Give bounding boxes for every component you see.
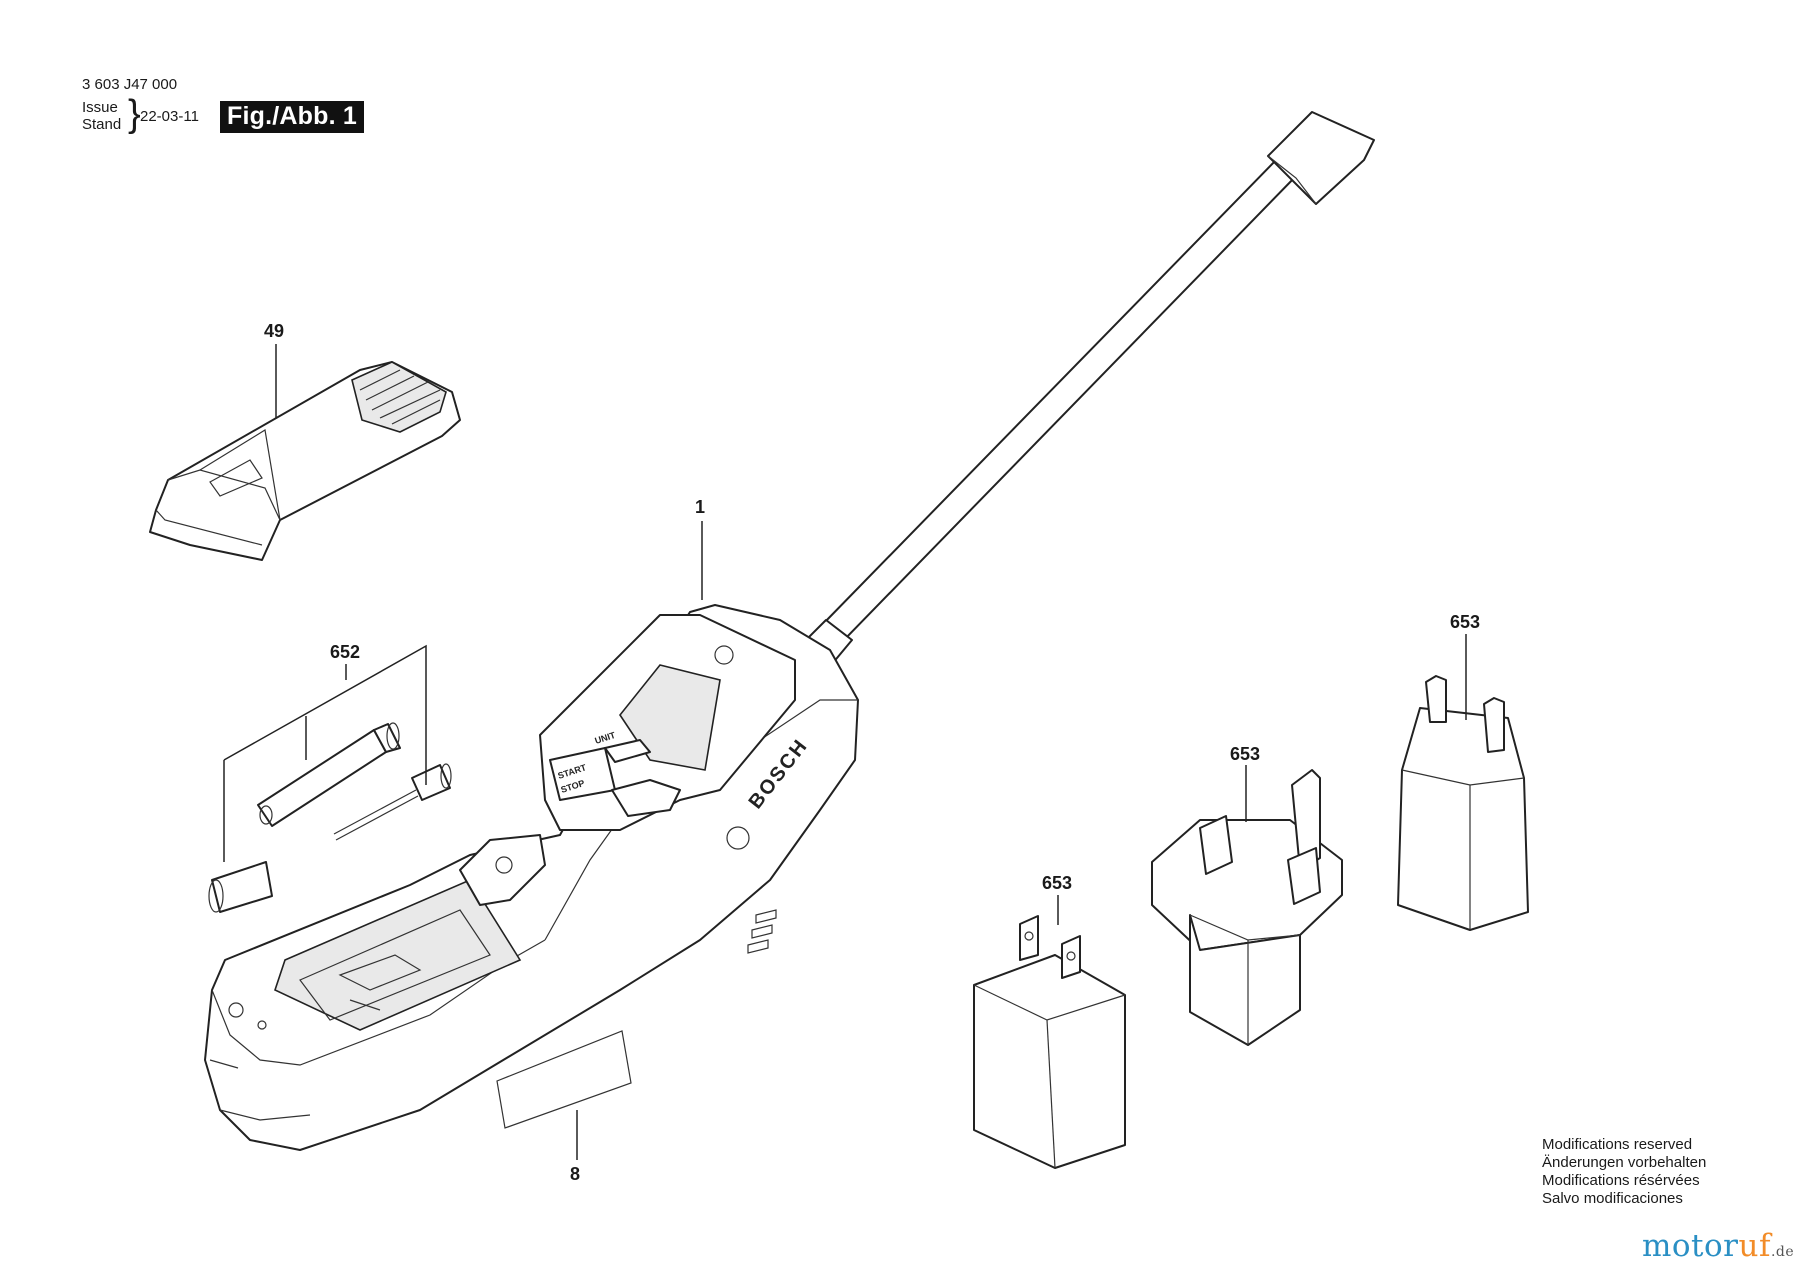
motoruf-watermark: motoruf.de	[1642, 1228, 1794, 1264]
callout-653-middle: 653	[1230, 744, 1261, 764]
part-49-cover	[149, 361, 461, 561]
callout-1: 1	[695, 497, 706, 517]
callout-653-right: 653	[1450, 612, 1481, 632]
watermark-part-a: motor	[1642, 1228, 1739, 1264]
part-653-eu-plug	[1397, 675, 1529, 931]
modifications-line-es: Salvo modificaciones	[1542, 1190, 1683, 1207]
brace-glyph: }	[128, 93, 141, 135]
issue-stand-label: Issue Stand	[82, 99, 121, 133]
callout-49: 49	[264, 321, 285, 341]
part-8-label	[496, 1030, 632, 1129]
document-number: 3 603 J47 000	[82, 76, 178, 93]
callout-8: 8	[570, 1164, 581, 1184]
figure-badge: Fig./Abb. 1	[220, 101, 364, 133]
part-1-compressor: UNIT START STOP BOSCH	[204, 111, 1375, 1151]
leader-652	[223, 644, 427, 862]
watermark-part-b: uf	[1738, 1228, 1771, 1264]
modifications-line-de: Änderungen vorbehalten	[1542, 1154, 1707, 1171]
stand-label: Stand	[82, 116, 122, 133]
part-653-uk-plug	[1151, 769, 1343, 1046]
part-653-us-plug	[973, 915, 1126, 1169]
watermark-tld: .de	[1770, 1244, 1795, 1260]
modifications-line-en: Modifications reserved	[1542, 1136, 1693, 1153]
modifications-line-fr: Modifications résérvées	[1542, 1172, 1700, 1189]
callout-652: 652	[330, 642, 361, 662]
part-652-adapters	[208, 722, 452, 913]
issue-label: Issue	[82, 99, 118, 116]
modifications-note: Modifications reserved Änderungen vorbeh…	[1542, 1136, 1706, 1208]
callout-653-left: 653	[1042, 873, 1073, 893]
issue-date: 22-03-11	[140, 108, 199, 125]
